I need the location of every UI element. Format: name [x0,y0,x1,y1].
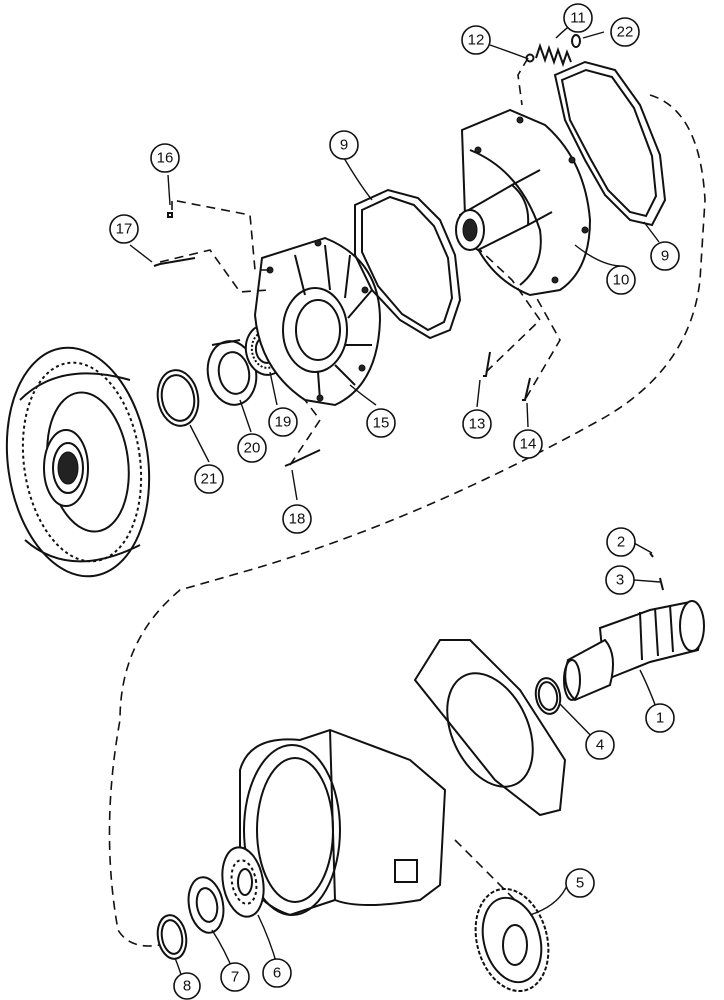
seal [187,876,225,934]
callout-12: 12 [461,25,491,55]
callout-22: 22 [610,17,640,47]
assembly-lines [108,57,706,947]
callout-6: 6 [262,958,292,988]
callout-16: 16 [150,143,180,173]
callout-7: 7 [220,962,250,992]
torque-converter [5,346,151,578]
callout-1: 1 [645,703,675,733]
callout-4: 4 [585,730,615,760]
svg-text:9: 9 [340,137,348,154]
svg-text:13: 13 [469,416,486,433]
ball-bearing [221,846,265,918]
callout-20: 20 [237,433,267,463]
pump-body [455,108,592,297]
leader-lines [129,19,661,989]
svg-text:19: 19 [275,414,292,431]
callout-19: 19 [268,407,298,437]
callout-3: 3 [605,565,635,595]
input-shaft [563,552,705,702]
svg-text:12: 12 [468,32,485,49]
gasket [354,188,462,340]
svg-text:7: 7 [231,969,239,986]
svg-text:5: 5 [576,875,584,892]
svg-text:4: 4 [596,737,604,754]
callout-5: 5 [565,868,595,898]
callout-8: 8 [173,972,201,1000]
snap-ring-lower [156,914,188,960]
callout-11: 11 [563,3,593,33]
bell-housing [239,728,447,917]
callout-9-right: 9 [650,241,680,271]
retaining-ring [534,677,562,715]
svg-text:1: 1 [656,710,664,727]
callout-17: 17 [109,214,139,244]
svg-text:14: 14 [520,436,537,453]
callout-21: 21 [194,464,224,494]
svg-text:6: 6 [273,965,281,982]
adapter-plate [413,639,567,817]
callout-14: 14 [513,429,543,459]
drive-gear [474,887,550,993]
svg-text:15: 15 [373,415,390,432]
svg-text:22: 22 [617,24,634,41]
callout-10: 10 [606,265,636,295]
snap-ring [156,369,200,427]
callout-13: 13 [462,409,492,439]
callout-15: 15 [366,408,396,438]
svg-text:8: 8 [183,978,191,995]
svg-text:17: 17 [116,221,133,238]
svg-text:21: 21 [201,471,218,488]
callout-2: 2 [606,527,636,557]
svg-text:10: 10 [613,272,630,289]
svg-text:20: 20 [244,440,261,457]
gasket-outer [553,60,667,227]
svg-text:16: 16 [157,150,174,167]
callout-9-middle: 9 [329,130,359,160]
svg-text:18: 18 [289,511,306,528]
bolts [153,212,531,467]
svg-text:2: 2 [617,534,625,551]
svg-text:11: 11 [570,10,586,27]
svg-text:9: 9 [661,248,669,265]
relief-valve-parts [525,34,581,68]
pump-housing-plate [253,236,382,407]
svg-text:3: 3 [616,572,624,589]
callout-18: 18 [282,504,312,534]
